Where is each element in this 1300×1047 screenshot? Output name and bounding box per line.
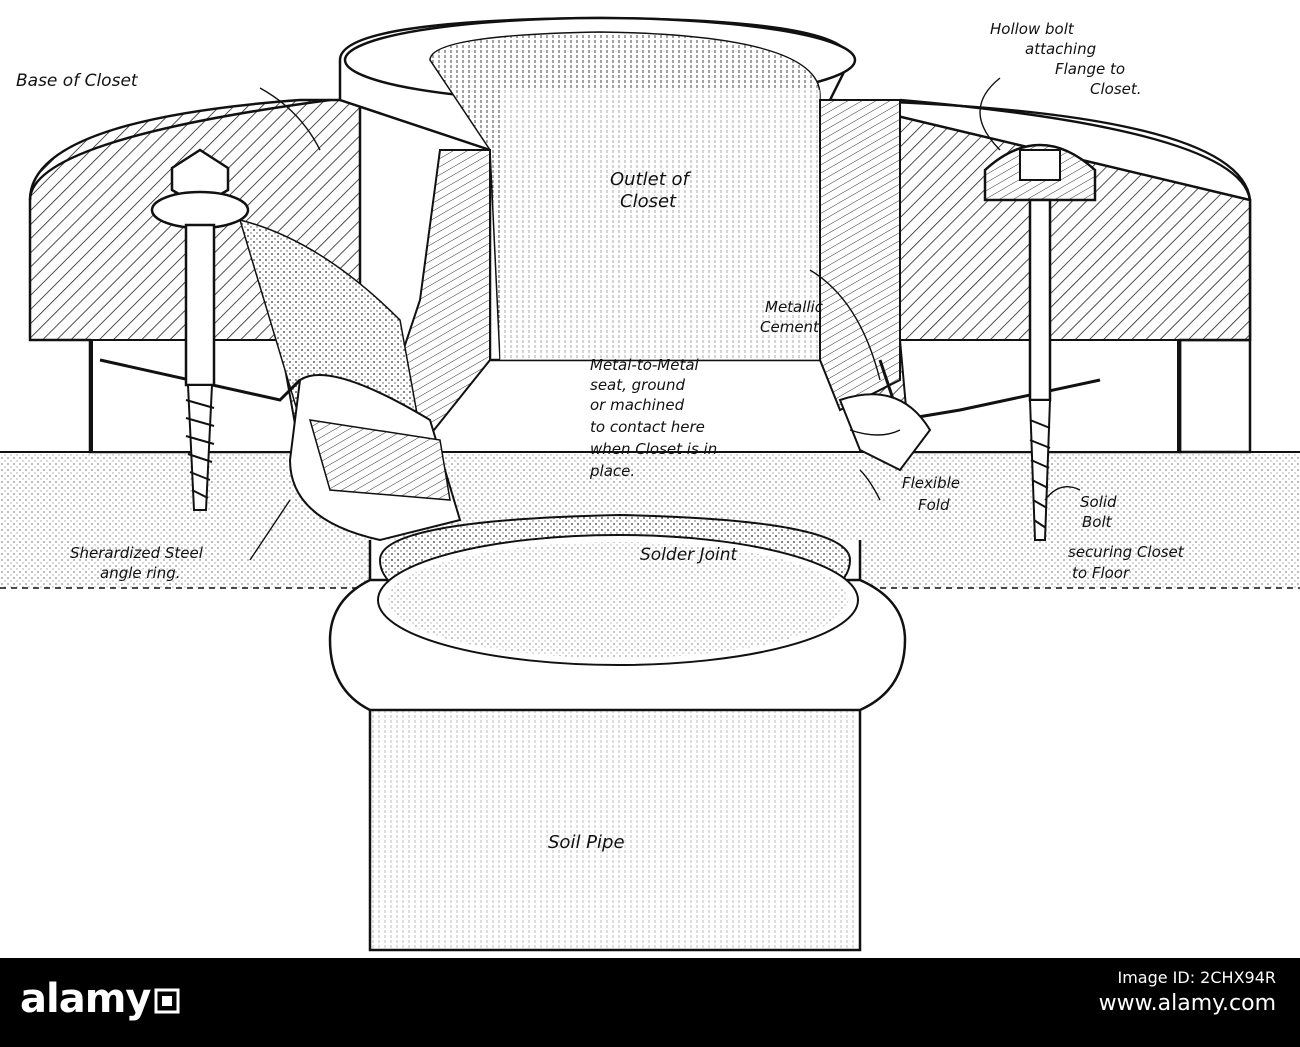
image-meta: Image ID: 2CHX94R www.alamy.com bbox=[1099, 968, 1276, 1016]
svg-text:or machined: or machined bbox=[590, 396, 685, 414]
figure-labels: Base of Closet Hollow bolt attaching Fla… bbox=[16, 20, 1185, 853]
site-url: www.alamy.com bbox=[1098, 991, 1276, 1016]
image-id-text: Image ID: 2CHX94R bbox=[1117, 968, 1276, 987]
svg-text:Cement: Cement bbox=[760, 318, 820, 336]
svg-text:Closet: Closet bbox=[620, 191, 677, 212]
flange-ring bbox=[99, 358, 1101, 542]
soil-pipe bbox=[328, 513, 907, 952]
svg-text:when Closet is in: when Closet is in bbox=[590, 440, 717, 458]
label-flexible-fold: Flexible bbox=[902, 474, 960, 492]
hollow-bolt-left bbox=[150, 148, 250, 511]
label-soil-pipe: Soil Pipe bbox=[548, 832, 625, 853]
label-solid-bolt: Solid bbox=[1080, 493, 1117, 511]
label-hollow-bolt: Hollow bolt bbox=[990, 20, 1075, 38]
hollow-bolt-right bbox=[983, 143, 1097, 541]
closet-outlet bbox=[238, 16, 901, 462]
svg-text:Flange to: Flange to bbox=[1055, 60, 1125, 78]
label-solder-joint: Solder Joint bbox=[640, 545, 738, 565]
svg-text:Closet.: Closet. bbox=[1090, 80, 1142, 98]
svg-text:seat, ground: seat, ground bbox=[590, 376, 686, 394]
brand-name: alamy bbox=[20, 976, 151, 1022]
svg-text:attaching: attaching bbox=[1025, 40, 1096, 58]
svg-text:Bolt: Bolt bbox=[1082, 513, 1113, 531]
svg-text:place.: place. bbox=[589, 462, 635, 480]
svg-text:angle ring.: angle ring. bbox=[100, 564, 181, 582]
label-metal-seat: Metal-to-Metal bbox=[590, 356, 700, 374]
svg-text:securing Closet: securing Closet bbox=[1068, 543, 1185, 561]
closet-flange-illustration: Base of Closet Hollow bolt attaching Fla… bbox=[0, 16, 1300, 952]
svg-text:Fold: Fold bbox=[918, 496, 950, 514]
label-outlet-of-closet: Outlet of bbox=[610, 169, 692, 190]
brand-mark-icon bbox=[154, 988, 180, 1014]
svg-text:to contact here: to contact here bbox=[590, 418, 705, 436]
label-base-of-closet: Base of Closet bbox=[16, 71, 139, 91]
svg-text:to Floor: to Floor bbox=[1072, 564, 1130, 582]
label-metallic-cement: Metallic bbox=[765, 298, 824, 316]
label-steel-angle-ring: Sherardized Steel bbox=[70, 544, 204, 562]
label-leaders bbox=[249, 77, 1081, 561]
watermark-footer: alamy Image ID: 2CHX94R www.alamy.com bbox=[0, 958, 1300, 1047]
brand-logo: alamy bbox=[20, 976, 180, 1022]
